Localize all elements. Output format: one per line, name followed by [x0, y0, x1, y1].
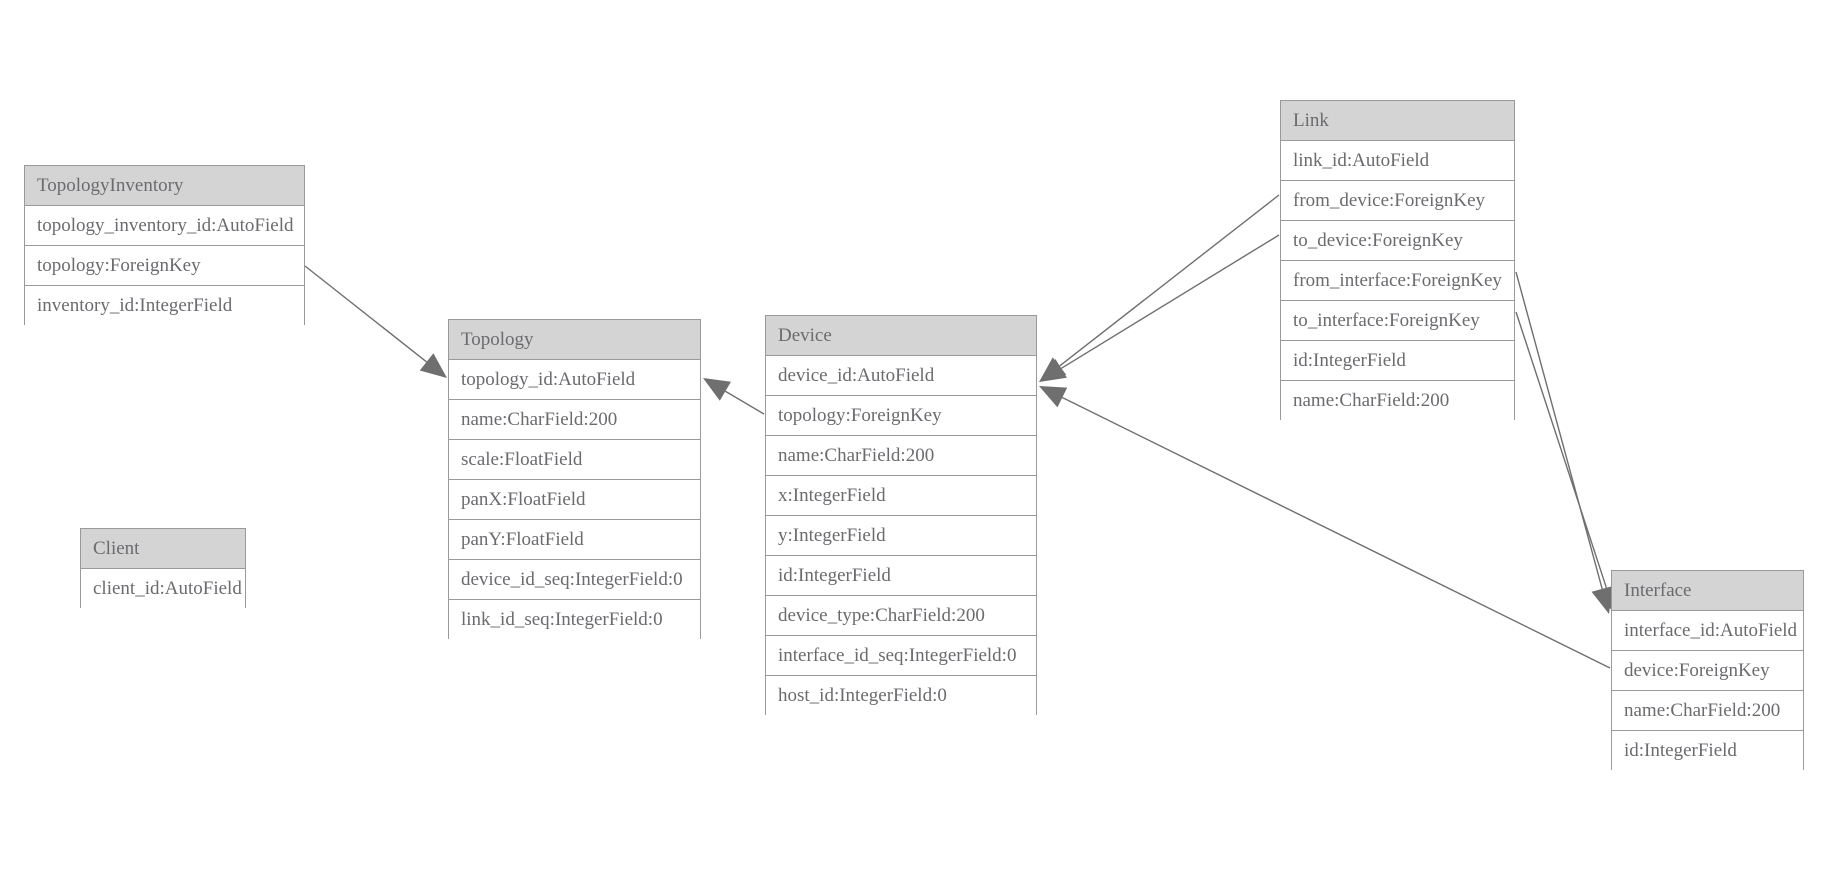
entity-field-row[interactable]: name:CharField:200: [449, 400, 700, 440]
relationship-rel-link-to-interface[interactable]: [1515, 311, 1618, 614]
entity-field-row[interactable]: id:IntegerField: [1612, 731, 1803, 771]
entity-field-row[interactable]: name:CharField:200: [766, 436, 1036, 476]
entity-field-row[interactable]: id:IntegerField: [1281, 341, 1514, 381]
entity-field-row[interactable]: to_device:ForeignKey: [1281, 221, 1514, 261]
relationship-rel-device-topology[interactable]: [703, 378, 765, 415]
relationship-arrowhead: [419, 353, 447, 378]
entity-field-row[interactable]: name:CharField:200: [1281, 381, 1514, 421]
relationship-line: [725, 390, 765, 415]
entity-field-row[interactable]: interface_id:AutoField: [1612, 611, 1803, 651]
relationship-arrowhead: [1591, 586, 1613, 614]
entity-title-device: Device: [766, 316, 1036, 356]
relationship-arrowhead: [1039, 359, 1067, 382]
entity-field-row[interactable]: y:IntegerField: [766, 516, 1036, 556]
entity-field-row[interactable]: topology_inventory_id:AutoField: [25, 206, 304, 246]
relationship-line: [1059, 194, 1280, 367]
relationship-arrowhead: [703, 378, 731, 401]
entity-field-row[interactable]: from_device:ForeignKey: [1281, 181, 1514, 221]
entity-field-row[interactable]: client_id:AutoField: [81, 569, 245, 609]
entity-field-row[interactable]: host_id:IntegerField:0: [766, 676, 1036, 716]
relationship-line: [304, 265, 428, 363]
entity-field-row[interactable]: from_interface:ForeignKey: [1281, 261, 1514, 301]
entity-field-row[interactable]: device:ForeignKey: [1612, 651, 1803, 691]
relationship-rel-topologyinventory-topology[interactable]: [304, 265, 447, 378]
relationship-rel-interface-device[interactable]: [1039, 386, 1611, 669]
relationship-line: [1062, 396, 1611, 669]
relationship-arrowhead: [1039, 386, 1068, 408]
entity-field-row[interactable]: device_id_seq:IntegerField:0: [449, 560, 700, 600]
entity-title-link: Link: [1281, 101, 1514, 141]
entity-field-row[interactable]: inventory_id:IntegerField: [25, 286, 304, 326]
entity-field-row[interactable]: x:IntegerField: [766, 476, 1036, 516]
entity-field-row[interactable]: topology_id:AutoField: [449, 360, 700, 400]
entity-field-row[interactable]: to_interface:ForeignKey: [1281, 301, 1514, 341]
relationship-rel-link-from-interface[interactable]: [1515, 271, 1613, 614]
entity-field-row[interactable]: link_id:AutoField: [1281, 141, 1514, 181]
entity-title-interface: Interface: [1612, 571, 1803, 611]
entity-field-row[interactable]: scale:FloatField: [449, 440, 700, 480]
entity-field-row[interactable]: topology:ForeignKey: [25, 246, 304, 286]
relationship-line: [1515, 311, 1608, 590]
entity-title-topologyinventory: TopologyInventory: [25, 166, 304, 206]
entity-field-row[interactable]: interface_id_seq:IntegerField:0: [766, 636, 1036, 676]
relationship-arrowhead: [1039, 357, 1067, 382]
entity-field-row[interactable]: name:CharField:200: [1612, 691, 1803, 731]
relationship-rel-link-from-device[interactable]: [1039, 194, 1280, 382]
entity-field-row[interactable]: panY:FloatField: [449, 520, 700, 560]
entity-field-row[interactable]: link_id_seq:IntegerField:0: [449, 600, 700, 640]
entity-field-row[interactable]: device_id:AutoField: [766, 356, 1036, 396]
entity-title-client: Client: [81, 529, 245, 569]
entity-field-row[interactable]: id:IntegerField: [766, 556, 1036, 596]
entity-field-row[interactable]: topology:ForeignKey: [766, 396, 1036, 436]
entity-field-row[interactable]: device_type:CharField:200: [766, 596, 1036, 636]
relationship-line: [1060, 234, 1280, 370]
relationship-rel-link-to-device[interactable]: [1039, 234, 1280, 382]
entity-field-row[interactable]: panX:FloatField: [449, 480, 700, 520]
relationship-line: [1515, 271, 1603, 590]
entity-title-topology: Topology: [449, 320, 700, 360]
